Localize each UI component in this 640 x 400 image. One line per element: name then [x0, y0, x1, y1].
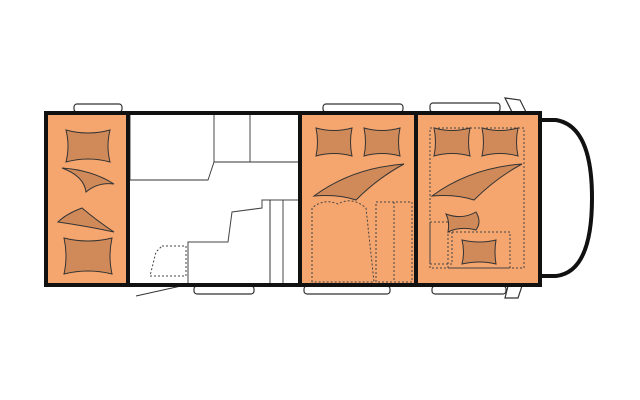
front-top-window [429, 102, 501, 113]
pillow-icon [444, 211, 480, 233]
cab-nose [540, 118, 595, 278]
dinette-seat [187, 199, 271, 286]
pillow-icon [433, 127, 471, 157]
front-bottom-window [431, 285, 507, 295]
blanket-icon [430, 163, 523, 201]
rear-bed [56, 129, 115, 275]
bed-frame [429, 127, 525, 269]
kitchen-dinette-area [129, 113, 301, 297]
bed-frame [311, 200, 375, 283]
outer-wall [44, 111, 542, 287]
pillow-icon [65, 129, 111, 163]
blanket-icon [312, 163, 405, 201]
cab-bottom-window [504, 285, 523, 299]
seat [447, 231, 511, 269]
pillow-icon [481, 127, 519, 157]
kitchen-bottom-window [193, 285, 255, 295]
blanket-icon [61, 167, 115, 193]
kitchen-counter [129, 113, 300, 181]
pullout-seat [149, 245, 187, 277]
pillow-icon [461, 239, 497, 265]
middle-top-window [322, 103, 404, 113]
middle-bottom-window [303, 285, 391, 295]
middle-bed [311, 127, 413, 283]
pillow-icon [363, 127, 401, 157]
pillow-icon [315, 127, 353, 157]
cab-top-window [503, 97, 527, 113]
blanket-icon [56, 207, 115, 233]
pillow-icon [63, 237, 113, 275]
front-bed [429, 127, 525, 269]
rear-top-window [73, 103, 123, 113]
